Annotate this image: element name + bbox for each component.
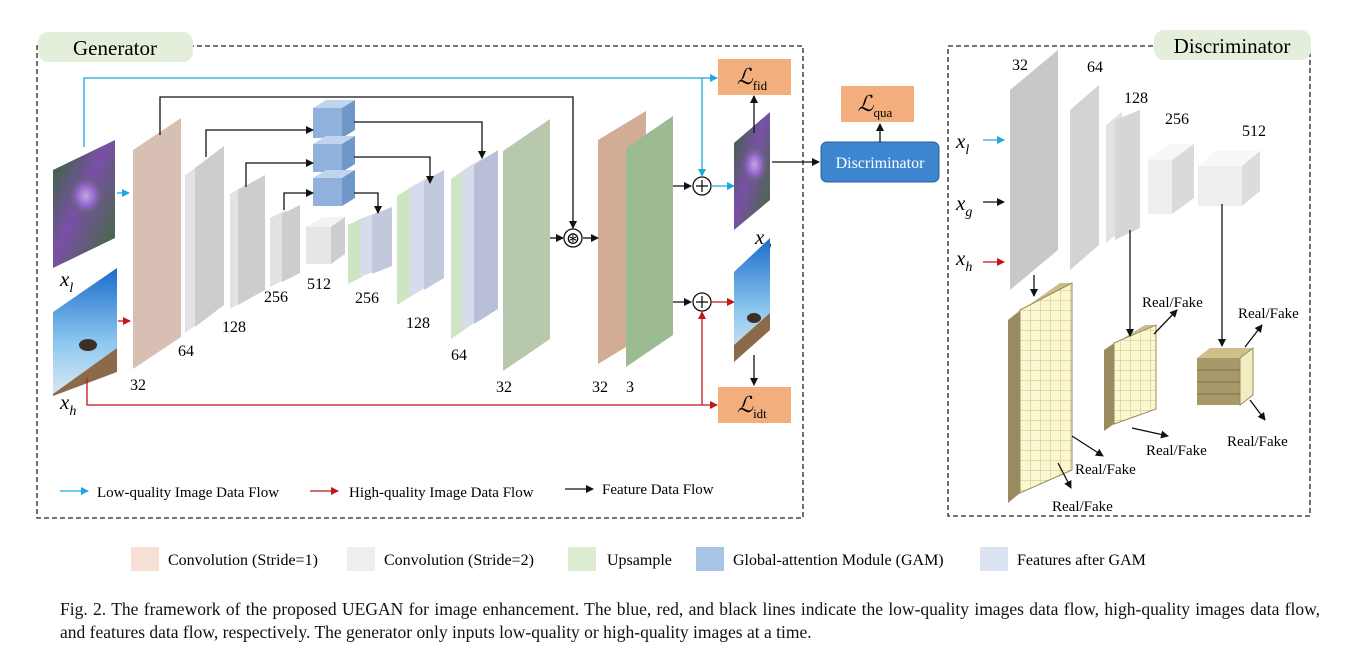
svg-text:64: 64: [1087, 59, 1103, 76]
enhanced-output-image-1: [734, 112, 770, 230]
svg-text:ℒqua: ℒqua: [858, 91, 893, 120]
svg-text:128: 128: [1124, 90, 1148, 107]
disc-channel-labels: 32 64 128 256 512: [1012, 57, 1266, 140]
patch-output-large: [1008, 282, 1073, 503]
disc-layer-512: [1198, 151, 1260, 206]
add-operator-high: [692, 292, 712, 312]
ch-label-32b: 32: [496, 379, 512, 396]
disc-output-labels: Real/Fake Real/Fake Real/Fake Real/Fake …: [1052, 295, 1299, 515]
discriminator-title-box: [1154, 30, 1311, 60]
svg-text:32: 32: [1012, 57, 1028, 74]
uegan-framework-diagram: Generator xl xh: [36, 30, 1311, 571]
figure-caption: Fig. 2. The framework of the proposed UE…: [60, 599, 1320, 642]
gam-module-1: [313, 100, 355, 138]
ch-label-32a: 32: [130, 377, 146, 394]
ch-label-128a: 128: [222, 319, 246, 336]
generator-frame: [36, 45, 804, 519]
low-quality-input-image: [53, 140, 115, 268]
flow-legend-feature: Feature Data Flow: [602, 482, 714, 498]
ch-label-64a: 64: [178, 343, 194, 360]
generator-channel-labels: 32 64 128 256 512 256 128 64 32 32 3: [130, 276, 634, 396]
legend-swatch-conv-s1: [131, 547, 159, 571]
loss-idt-box: ℒidt: [718, 387, 791, 423]
svg-text:xg: xg: [955, 191, 972, 220]
flow-legend-low: Low-quality Image Data Flow: [97, 485, 279, 501]
flow-legend-high: High-quality Image Data Flow: [349, 485, 534, 501]
high-input-label: xh: [59, 390, 76, 419]
svg-text:512: 512: [1242, 123, 1266, 140]
discriminator-block-label: Discriminator: [836, 155, 926, 172]
low-input-label: xl: [59, 267, 73, 296]
patch-output-small: [1197, 346, 1254, 407]
low-quality-flow-arrows: [83, 74, 735, 197]
ch-label-3: 3: [626, 379, 634, 396]
real-fake-label-1: Real/Fake: [1142, 295, 1203, 311]
gam-module-3: [313, 170, 355, 206]
legend-swatch-upsample: [568, 547, 596, 571]
real-fake-label-3: Real/Fake: [1227, 434, 1288, 450]
up4-layer: [503, 119, 550, 371]
ch-label-256b: 256: [355, 290, 379, 307]
high-quality-flow-arrows: [86, 298, 735, 409]
discriminator-title: Discriminator: [1174, 34, 1291, 58]
up1-layer: [348, 207, 392, 284]
generator-title-box: [38, 32, 193, 62]
flow-legend: Low-quality Image Data Flow High-quality…: [60, 482, 714, 501]
conv5-layer: [306, 217, 345, 264]
gam-module-2: [313, 136, 355, 172]
svg-text:xh: xh: [955, 246, 972, 275]
real-fake-label-6: Real/Fake: [1052, 499, 1113, 515]
layer-type-legend: Convolution (Stride=1) Convolution (Stri…: [131, 547, 1146, 571]
real-fake-label-2: Real/Fake: [1238, 306, 1299, 322]
real-fake-label-5: Real/Fake: [1075, 462, 1136, 478]
ch-label-128b: 128: [406, 315, 430, 332]
ch-label-64b: 64: [451, 347, 467, 364]
ch-label-32c: 32: [592, 379, 608, 396]
legend-label-gam: Global-attention Module (GAM): [733, 552, 944, 569]
legend-swatch-conv-s2: [347, 547, 375, 571]
up3-layer: [451, 150, 498, 339]
ch-label-256a: 256: [264, 289, 288, 306]
svg-text:ℒidt: ℒidt: [737, 392, 767, 421]
disc-layer-256: [1148, 144, 1194, 214]
disc-layer-128: [1106, 110, 1140, 243]
up2-layer: [397, 170, 444, 305]
legend-swatch-after-gam: [980, 547, 1008, 571]
generator-title: Generator: [73, 36, 157, 60]
add-operator-low: [692, 176, 712, 196]
high-quality-input-image: [53, 268, 117, 396]
conv1-layer: [133, 118, 181, 369]
conv3-layer: [230, 175, 265, 309]
legend-label-upsample: Upsample: [607, 552, 672, 569]
conv-out2-layer: [626, 116, 673, 367]
disc-layer-32: [1010, 50, 1058, 290]
disc-layer-64: [1070, 85, 1099, 270]
real-fake-label-4: Real/Fake: [1146, 443, 1207, 459]
legend-label-conv-s1: Convolution (Stride=1): [168, 552, 318, 569]
disc-feature-arrows: [1030, 204, 1266, 489]
ch-label-512: 512: [307, 276, 331, 293]
legend-label-conv-s2: Convolution (Stride=2): [384, 552, 534, 569]
svg-text:256: 256: [1165, 111, 1189, 128]
svg-text:xl: xl: [955, 129, 969, 158]
svg-text:ℒfid: ℒfid: [737, 64, 768, 93]
multiply-operator: ⊛: [563, 228, 583, 248]
legend-swatch-gam: [696, 547, 724, 571]
feature-flow-arrows: [159, 96, 599, 242]
svg-text:⊛: ⊛: [566, 229, 580, 248]
disc-input-labels: xl xg xh: [955, 129, 972, 275]
enhanced-output-image-2: [734, 238, 770, 362]
loss-qua-box: ℒqua: [841, 86, 914, 122]
loss-fid-box: ℒfid: [718, 59, 791, 95]
conv2-layer: [185, 146, 224, 333]
patch-output-medium: [1104, 324, 1157, 431]
discriminator-frame: [947, 45, 1311, 517]
legend-label-after-gam: Features after GAM: [1017, 552, 1146, 569]
conv4-layer: [270, 205, 300, 287]
